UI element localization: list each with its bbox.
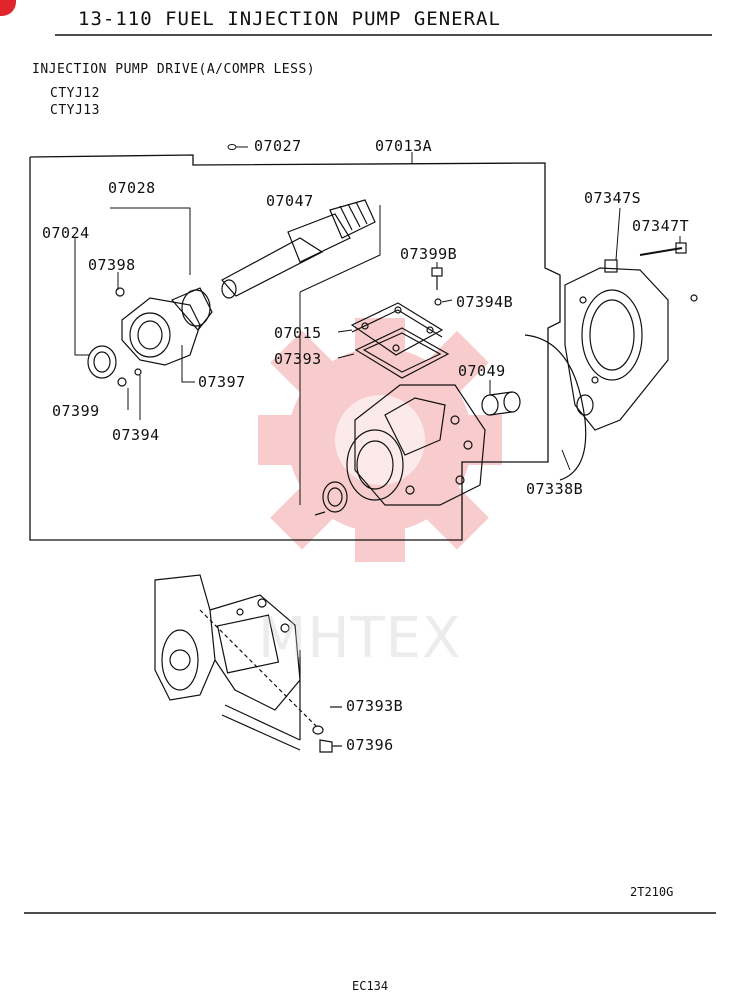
part-07399B: 07399B [400,245,458,263]
bolt-07399b [431,267,443,306]
part-07396: 07396 [346,736,394,754]
part-07028: 07028 [108,179,156,197]
bushing [481,391,521,416]
group-boundary [29,154,561,541]
model-code-1: CTYJ12 [50,86,100,101]
cover-plate [350,302,444,356]
page-title: 13-110 FUEL INJECTION PUMP GENERAL [78,8,501,30]
part-07398: 07398 [88,256,136,274]
gasket [354,327,450,379]
figure-code: 2T210G [630,885,674,899]
part-07024: 07024 [42,224,90,242]
watermark-gear-hole [335,395,425,485]
part-07347S: 07347S [584,189,642,207]
part-07393B: 07393B [346,697,404,715]
flywheel-housing [524,242,698,481]
page-code: EC134 [352,979,389,993]
watermark-text: MHTEX [258,606,462,671]
drive-housing [87,287,213,387]
engine-view [154,574,342,753]
part-07397: 07397 [198,373,246,391]
part-07049: 07049 [458,362,506,380]
part-07399: 07399 [52,402,100,420]
part-07338B: 07338B [526,480,584,498]
leader-lines [74,144,681,505]
pump-case [314,384,486,516]
part-07347T: 07347T [632,217,690,235]
part-07394B: 07394B [456,293,514,311]
part-07027: 07027 [254,137,302,155]
part-07015: 07015 [274,324,322,342]
drive-shaft [221,199,376,299]
model-code-2: CTYJ13 [50,103,100,118]
part-07047: 07047 [266,192,314,210]
section-heading: INJECTION PUMP DRIVE(A/COMPR LESS) [32,62,316,77]
part-07393: 07393 [274,350,322,368]
part-07013A: 07013A [375,137,433,155]
part-07394: 07394 [112,426,160,444]
